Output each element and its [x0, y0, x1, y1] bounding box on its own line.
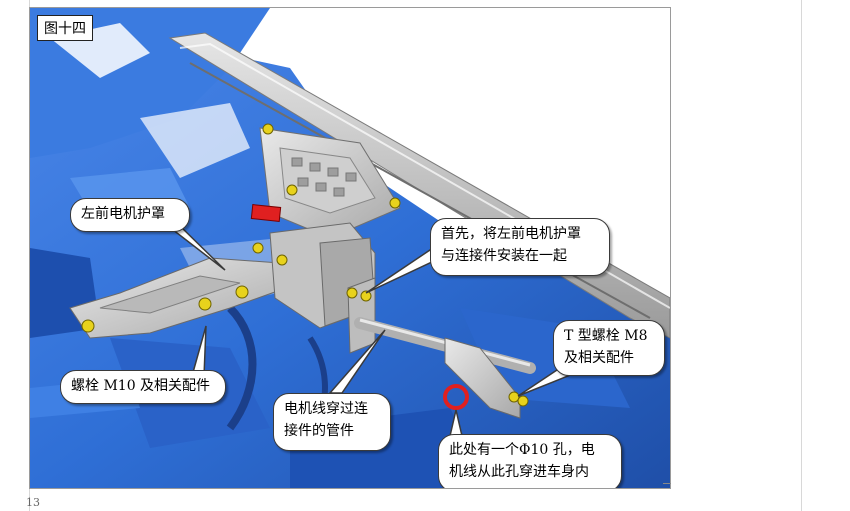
callout-text: 螺栓 M10 及相关配件 [71, 378, 211, 394]
hole-marker-circle [443, 384, 469, 410]
assembly-figure: 图十四 左前电机护罩 首先，将左前电机护罩 与连接件安装在一起 T 型螺栓 M8… [29, 7, 671, 489]
callout-bolt-m10: 螺栓 M10 及相关配件 [60, 370, 226, 404]
page-number: 13 [26, 496, 40, 509]
bolt [235, 285, 249, 299]
bolt [198, 297, 212, 311]
callout-hole-note: 此处有一个Φ10 孔，电 机线从此孔穿进车身内 [438, 434, 622, 488]
callout-install-step: 首先，将左前电机护罩 与连接件安装在一起 [430, 218, 610, 276]
bolt [346, 287, 358, 299]
paragraph-corner-mark [663, 483, 671, 484]
callout-text-line: 与连接件安装在一起 [441, 248, 567, 264]
bolt [262, 123, 274, 135]
bolt [276, 254, 288, 266]
bolt [81, 319, 95, 333]
callout-text-line: 及相关配件 [564, 350, 634, 366]
bolt [508, 391, 520, 403]
end-bracket [444, 337, 521, 419]
bolt [389, 197, 401, 209]
callout-text-line: 接件的管件 [284, 423, 354, 439]
bolt [286, 184, 298, 196]
callout-text-line: 此处有一个Φ10 孔，电 [449, 442, 595, 458]
bolt [517, 395, 529, 407]
bolt [360, 290, 372, 302]
page-margin-right [801, 0, 802, 511]
callout-wire-through-pipe: 电机线穿过连 接件的管件 [273, 393, 391, 451]
callout-text-line: 首先，将左前电机护罩 [441, 226, 581, 242]
callout-text-line: 机线从此孔穿进车身内 [449, 464, 589, 480]
callout-text-line: T 型螺栓 M8 [564, 328, 648, 344]
callout-text-line: 电机线穿过连 [284, 401, 368, 417]
bolt [252, 242, 264, 254]
callout-t-bolt: T 型螺栓 M8 及相关配件 [553, 320, 665, 376]
figure-label: 图十四 [37, 15, 93, 41]
callout-left-motor-cover: 左前电机护罩 [70, 198, 190, 232]
red-marker-block [250, 204, 282, 222]
callout-text: 左前电机护罩 [81, 206, 165, 222]
